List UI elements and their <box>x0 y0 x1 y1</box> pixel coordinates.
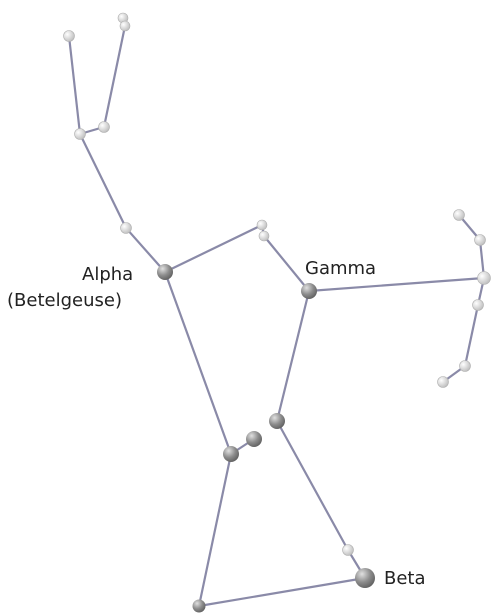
line-shoulders-right <box>264 236 309 291</box>
label-gamma: Gamma <box>305 259 376 279</box>
star-shield-4 <box>473 300 484 311</box>
label-alpha: Alpha <box>82 265 133 285</box>
star-knee-right <box>343 545 354 556</box>
line-club-left <box>69 36 80 134</box>
star-arm <box>121 223 132 234</box>
line-shoulders-left <box>165 225 262 272</box>
line-feet <box>199 578 365 606</box>
star-shield-1 <box>454 210 465 221</box>
star-belt-left <box>223 446 239 462</box>
line-leg-right-1 <box>277 421 348 550</box>
line-shield-4 <box>465 305 478 366</box>
star-club-base <box>75 129 86 140</box>
star-head-a <box>257 220 267 230</box>
star-shield-5 <box>460 361 471 372</box>
line-arm-upper <box>80 134 126 228</box>
line-body-right <box>277 291 309 421</box>
label-beta: Beta <box>384 569 426 589</box>
star-gamma <box>301 283 317 299</box>
star-head-b <box>259 231 269 241</box>
star-beta <box>355 568 375 588</box>
star-saiph <box>193 600 206 613</box>
star-belt-mid <box>246 431 262 447</box>
star-shield-3 <box>478 272 491 285</box>
star-shield-6 <box>438 377 449 388</box>
large-stars <box>157 264 375 613</box>
star-club-top-left <box>64 31 75 42</box>
constellation-lines <box>69 26 484 606</box>
star-club-top-right-b <box>120 21 130 31</box>
line-leg-left <box>199 454 231 606</box>
line-club-right-top <box>104 26 125 127</box>
star-alpha <box>157 264 173 280</box>
line-shield-arm <box>309 278 484 291</box>
label-betelgeuse: (Betelgeuse) <box>7 291 122 311</box>
star-club-mid <box>99 122 110 133</box>
star-shield-2 <box>475 235 486 246</box>
line-body-left <box>165 272 231 454</box>
star-belt-right <box>269 413 285 429</box>
